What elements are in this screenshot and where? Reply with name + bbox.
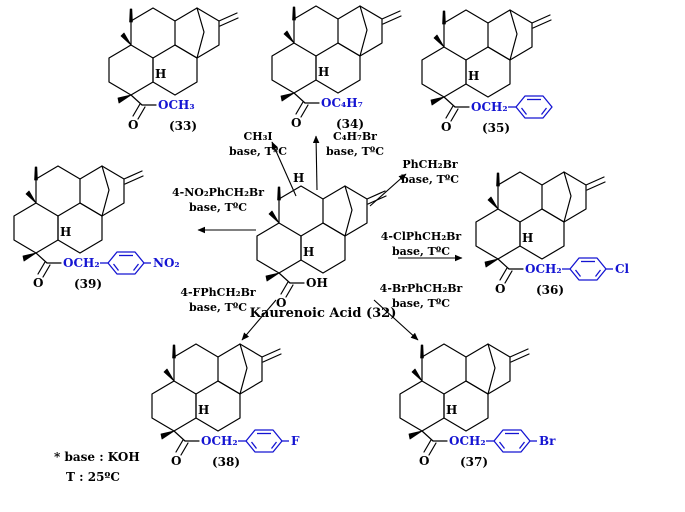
- reagent-name: PhCH₂Br: [402, 158, 458, 171]
- carbonyl-o-label: O: [276, 296, 286, 310]
- reagent-33: CH₃I base, TºC: [226, 130, 290, 159]
- carbonyl-o-label: O: [441, 120, 451, 134]
- compound-36-structure: H O OCH₂ Cl (36): [475, 171, 630, 297]
- acid-oh-label: OH: [306, 276, 328, 290]
- stereo-h-label: H: [155, 67, 166, 81]
- para-substituent-label: F: [291, 434, 300, 448]
- para-substituent-label: Br: [539, 434, 556, 448]
- ester-group-label: OCH₂: [63, 256, 100, 270]
- carbonyl-o-label: O: [128, 118, 138, 132]
- reagent-conditions: base, TºC: [391, 296, 451, 310]
- carbonyl-o-label: O: [291, 116, 301, 130]
- reagent-38: 4-FPhCH₂Br base, TºC: [176, 286, 260, 315]
- carbonyl-o-label: O: [33, 276, 43, 290]
- reagent-name: 4-NO₂PhCH₂Br: [171, 186, 264, 199]
- compound-number: (38): [212, 455, 240, 469]
- compound-39: H O OCH₂ NO₂ (39): [0, 140, 270, 310]
- compound-32-kaurenoic-acid: H H O OH: [243, 160, 483, 330]
- reagent-conditions: base, TºC: [228, 144, 288, 158]
- stereo-h-top-label: H: [293, 171, 304, 185]
- compound-number: (35): [482, 121, 510, 135]
- reagent-34: C₄H₇Br base, TºC: [320, 130, 390, 159]
- compound-32-structure: H H O OH: [256, 171, 387, 310]
- reagent-37: 4-BrPhCH₂Br base, TºC: [376, 282, 466, 311]
- reagent-name: C₄H₇Br: [333, 130, 377, 143]
- benzene-ring: [237, 429, 283, 453]
- reagent-conditions: base, TºC: [188, 200, 248, 214]
- compound-number: (34): [336, 117, 364, 131]
- benzene-ring: [507, 95, 553, 119]
- reagent-36: 4-ClPhCH₂Br base, TºC: [376, 230, 466, 259]
- benzene-ring: [561, 257, 607, 281]
- compound-number: (33): [169, 119, 197, 133]
- stereo-h-label: H: [303, 245, 314, 259]
- para-substituent-label: Cl: [615, 262, 630, 276]
- stereo-h-label: H: [522, 231, 533, 245]
- ester-group-label: OCH₃: [158, 98, 195, 112]
- benzene-ring: [99, 251, 145, 275]
- benzene-ring: [485, 429, 531, 453]
- carbonyl-o-label: O: [495, 282, 505, 296]
- compound-34: H O OC₄H₇ (34): [258, 0, 498, 150]
- compound-35-structure: H O OCH₂ (35): [421, 9, 553, 135]
- compound-number: (37): [460, 455, 488, 469]
- reagent-conditions: base, TºC: [391, 244, 451, 258]
- reagent-39: 4-NO₂PhCH₂Br base, TºC: [170, 186, 266, 215]
- compound-38-structure: H O OCH₂ F (38): [151, 343, 300, 469]
- compound-33-structure: H O OCH₃ (33): [108, 7, 239, 133]
- footnote-base: * base : KOH: [54, 450, 140, 464]
- compound-34-structure: H O OC₄H₇ (34): [271, 5, 402, 131]
- compound-36: H O OCH₂ Cl (36): [462, 146, 685, 316]
- center-compound-name: Kaurenoic Acid (32): [249, 306, 397, 321]
- compound-37-structure: H O OCH₂ Br (37): [399, 343, 556, 469]
- carbonyl-o-label: O: [171, 454, 181, 468]
- stereo-h-label: H: [468, 69, 479, 83]
- footnote-temperature: T : 25ºC: [66, 470, 120, 484]
- reagent-35: PhCH₂Br base, TºC: [394, 158, 466, 187]
- compound-35: H O OCH₂ (35): [408, 0, 678, 154]
- compound-number: (36): [536, 283, 564, 297]
- compound-37: H O OCH₂ Br (37): [386, 318, 656, 488]
- reagent-conditions: base, TºC: [400, 172, 460, 186]
- ester-group-label: OCH₂: [471, 100, 508, 114]
- reagent-name: 4-FPhCH₂Br: [180, 286, 256, 299]
- ester-group-label: OCH₂: [449, 434, 486, 448]
- compound-33: H O OCH₃ (33): [95, 0, 335, 152]
- ester-group-label: OCH₂: [201, 434, 238, 448]
- compound-number: (39): [74, 277, 102, 291]
- stereo-h-label: H: [446, 403, 457, 417]
- stereo-h-label: H: [318, 65, 329, 79]
- reagent-name: 4-BrPhCH₂Br: [379, 282, 463, 295]
- ester-group-label: OCH₂: [525, 262, 562, 276]
- para-substituent-label: NO₂: [153, 256, 180, 270]
- stereo-h-label: H: [198, 403, 209, 417]
- reagent-conditions: base, TºC: [188, 300, 248, 314]
- compound-39-structure: H O OCH₂ NO₂ (39): [13, 165, 180, 291]
- ester-group-label: OC₄H₇: [321, 96, 363, 110]
- reagent-conditions: base, TºC: [325, 144, 385, 158]
- carbonyl-o-label: O: [419, 454, 429, 468]
- stereo-h-label: H: [60, 225, 71, 239]
- reagent-name: CH₃I: [243, 130, 273, 143]
- reagent-name: 4-ClPhCH₂Br: [380, 230, 462, 243]
- compound-38: H O OCH₂ F (38): [138, 318, 408, 488]
